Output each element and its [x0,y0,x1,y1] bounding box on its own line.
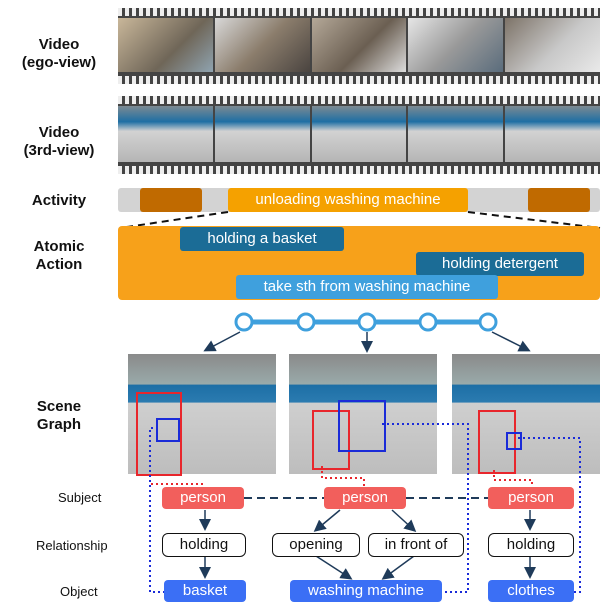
timeline-node [357,312,377,332]
scene-graph-label: Scene Graph [36,398,82,433]
scene-image-1 [128,354,276,474]
activity-label: Activity [31,192,87,209]
relationship-node-in-front-of: in front of [368,533,464,557]
third-frame [118,106,213,162]
third-frame [408,106,504,162]
ego-frame [408,18,504,72]
atomic-action-holding-detergent: holding detergent [416,252,584,276]
third-view-filmstrip [118,96,600,174]
object-node-clothes: clothes [488,580,574,602]
timeline-node [234,312,254,332]
activity-main-segment: unloading washing machine [228,188,468,212]
timeline-node [478,312,498,332]
video-third-label: Video (3rd-view) [23,124,95,159]
ego-frame [118,18,213,72]
video-ego-label: Video (ego-view) [21,36,97,71]
ego-frame [214,18,310,72]
atomic-action-take-from-machine: take sth from washing machine [236,275,498,299]
relationship-node-holding-3: holding [488,533,574,557]
subject-bbox-3 [478,410,516,474]
activity-segment [528,188,590,212]
timeline-node [296,312,316,332]
atomic-action-holding-basket: holding a basket [180,227,344,251]
third-frame [311,106,407,162]
activity-segment [140,188,202,212]
subject-bbox-1 [136,392,182,476]
scene-image-3 [452,354,600,474]
third-frame [505,106,600,162]
object-row-label: Object [60,584,98,599]
object-node-washing-machine: washing machine [290,580,442,602]
timeline-node [418,312,438,332]
ego-frame [505,18,600,72]
subject-node-1: person [162,487,244,509]
object-node-basket: basket [164,580,246,602]
object-bbox-3 [506,432,522,450]
ego-frame [311,18,407,72]
subject-bbox-2 [312,410,350,470]
relationship-row-label: Relationship [36,538,108,553]
subject-node-2: person [324,487,406,509]
subject-node-3: person [488,487,574,509]
subject-row-label: Subject [58,490,102,505]
object-bbox-1 [156,418,180,442]
relationship-node-opening: opening [272,533,360,557]
object-bbox-2 [338,400,386,452]
ego-view-filmstrip [118,8,600,84]
atomic-action-label: Atomic Action [33,238,85,273]
third-frame [214,106,310,162]
relationship-node-holding-1: holding [162,533,246,557]
